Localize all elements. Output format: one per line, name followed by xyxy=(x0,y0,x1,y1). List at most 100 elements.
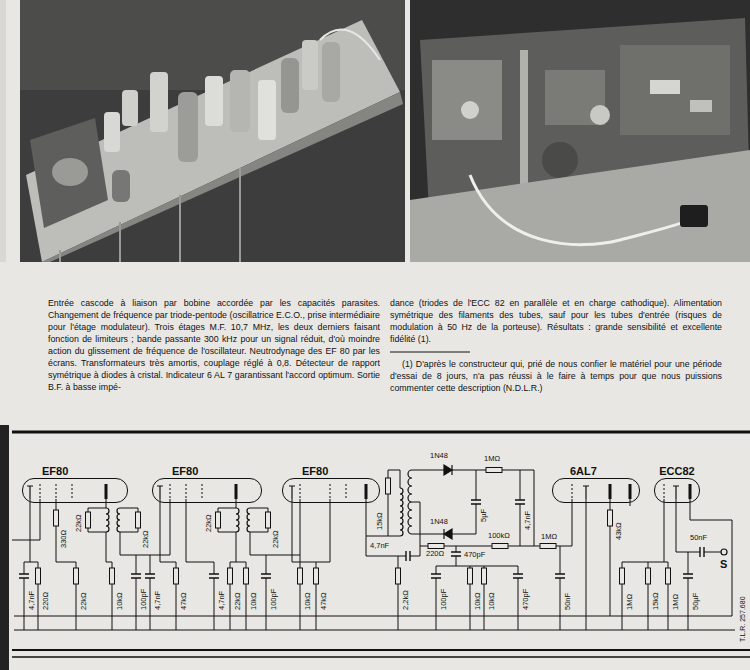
component-value: 47kΩ xyxy=(180,592,188,610)
tube-envelope xyxy=(282,478,380,503)
diode-symbol xyxy=(444,465,452,539)
component-value: 220Ω xyxy=(42,592,50,610)
component-value: 1N48 xyxy=(430,518,448,526)
chassis-photo xyxy=(690,100,712,112)
component-value: 50nF xyxy=(564,593,572,610)
component-value: 47kΩ xyxy=(320,592,328,610)
tube-electrodes xyxy=(572,484,573,499)
chassis-photo xyxy=(302,40,318,90)
circuit-wire xyxy=(412,470,534,546)
resistor-symbol xyxy=(482,568,487,584)
component-value: 1MΩ xyxy=(672,594,680,610)
capacitor-symbol xyxy=(209,574,219,578)
component-value: 470pF xyxy=(522,589,530,610)
circuit-wire xyxy=(12,499,40,630)
tube-type: EF80 xyxy=(22,464,128,478)
chassis-photo xyxy=(320,30,380,60)
capacitor-symbol xyxy=(555,574,565,578)
tube-electrodes xyxy=(235,484,238,499)
page-edge xyxy=(0,425,9,670)
footnote: (1) D'après le constructeur qui, prié de… xyxy=(390,358,722,394)
page-edge xyxy=(0,0,6,262)
page-edge xyxy=(390,352,470,353)
resistor-symbol xyxy=(314,568,319,584)
tube-electrodes xyxy=(105,484,108,499)
component-value: 10kΩ xyxy=(474,592,482,610)
component-value: 100pF xyxy=(140,589,148,610)
page-edge xyxy=(12,649,750,651)
capacitor-symbol xyxy=(700,547,704,557)
component-value: 4,7nF xyxy=(218,591,226,610)
resistor-symbol xyxy=(74,568,79,584)
component-value: 15kΩ xyxy=(376,512,384,530)
tube-electrodes xyxy=(157,486,163,499)
tube-electrodes xyxy=(689,484,692,499)
circuit-wire xyxy=(14,616,735,630)
resistor-symbol xyxy=(608,510,613,526)
capacitor-symbol xyxy=(19,574,29,578)
resistor-symbol xyxy=(396,568,401,584)
circuit-wire xyxy=(586,499,630,630)
if-transformer xyxy=(236,508,239,532)
tube-node: EF80 xyxy=(22,464,128,503)
tube-electrodes xyxy=(365,484,368,499)
chassis-photo xyxy=(20,0,405,262)
resistor-symbol xyxy=(36,568,41,584)
tube-electrodes xyxy=(300,484,346,499)
capacitor-symbol xyxy=(431,574,441,578)
tube-electrodes xyxy=(40,484,72,499)
component-value: 43kΩ xyxy=(615,522,623,540)
tube-type: 6AL7 xyxy=(552,464,640,478)
chassis-photo xyxy=(178,92,198,162)
capacitor-symbol xyxy=(471,500,481,504)
component-value: 330Ω xyxy=(60,530,68,548)
circuit-wire xyxy=(120,499,170,630)
tube-type-text: ECC82 xyxy=(659,464,694,478)
circuit-wire xyxy=(160,499,214,630)
component-value: 2,2kΩ xyxy=(402,590,410,610)
resistor-symbol xyxy=(540,544,556,549)
chassis-photo xyxy=(410,0,750,262)
component-value: 1MΩ xyxy=(626,594,634,610)
component-value: 4,7nF xyxy=(370,542,389,550)
component-value: 10kΩ xyxy=(304,592,312,610)
chassis-photo xyxy=(650,80,680,94)
circuit-wire xyxy=(622,499,668,630)
chassis-photo xyxy=(258,80,276,140)
resistor-symbol xyxy=(174,568,179,584)
chassis-photo xyxy=(112,170,130,202)
circuit-wire xyxy=(12,470,735,630)
diode-symbol xyxy=(451,465,452,475)
component-value: 10kΩ xyxy=(116,592,124,610)
tube-electrodes xyxy=(27,484,690,499)
capacitor-symbol xyxy=(261,574,271,578)
if-transformer xyxy=(106,470,412,536)
capacitor-symbol xyxy=(406,551,410,561)
component-value: 100pF xyxy=(270,589,278,610)
if-transformer xyxy=(247,508,250,532)
capacitor-symbol xyxy=(683,574,693,578)
circuit-wire xyxy=(218,499,246,630)
resistor-symbol xyxy=(266,512,271,528)
tube-type: EF80 xyxy=(152,464,262,478)
circuit-wire xyxy=(366,470,420,630)
tube-electrodes xyxy=(610,484,630,499)
resistor-symbol xyxy=(620,568,625,584)
reference-code: T.L.R. 257.680 xyxy=(739,596,747,642)
chassis-photo xyxy=(281,58,299,113)
resistor-symbol xyxy=(36,468,671,585)
component-value: 50nF xyxy=(690,534,707,542)
component-value: 22kΩ xyxy=(272,530,280,548)
chassis-photo xyxy=(410,0,750,262)
circuit-wire xyxy=(88,499,112,630)
chassis-photo xyxy=(104,112,120,152)
chassis-photo xyxy=(205,76,223,126)
component-value: 4,7nF xyxy=(524,511,532,530)
if-transformer xyxy=(106,508,109,532)
component-value: 50µF xyxy=(692,593,700,610)
tube-electrodes xyxy=(673,486,679,499)
page-edge xyxy=(12,431,750,434)
chassis-photo xyxy=(470,175,695,245)
component-value: 15kΩ xyxy=(652,592,660,610)
chassis-photo xyxy=(322,42,340,102)
